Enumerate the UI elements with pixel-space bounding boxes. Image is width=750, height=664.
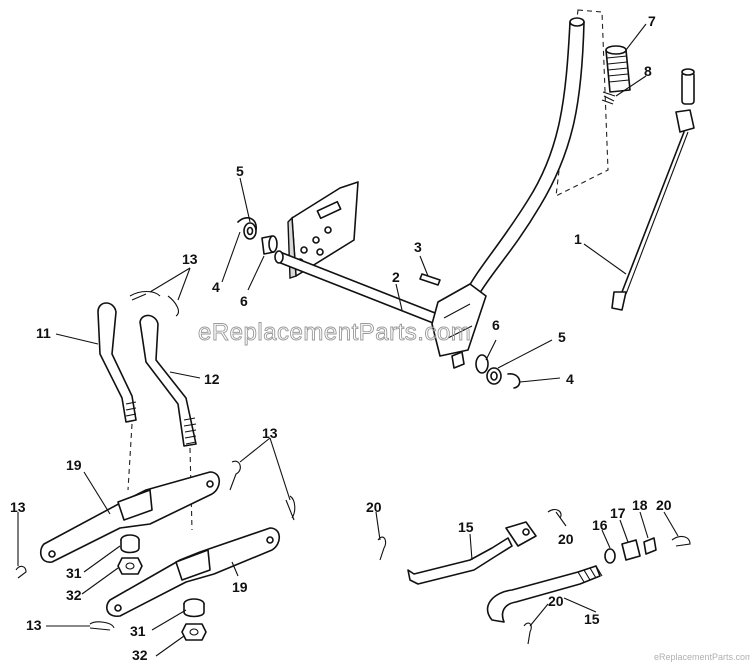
lift-arm-upper xyxy=(39,471,221,563)
hair-pin-20b xyxy=(547,509,562,519)
callout-7: 7 xyxy=(648,13,656,29)
bushing-31-upper xyxy=(120,534,140,554)
callout-19: 19 xyxy=(232,579,248,595)
callout-16: 16 xyxy=(592,517,608,533)
hair-pin-13a xyxy=(129,290,161,301)
callout-8: 8 xyxy=(644,63,652,79)
callout-13: 13 xyxy=(26,617,42,633)
callout-20: 20 xyxy=(548,593,564,609)
callout-4: 4 xyxy=(212,279,220,295)
roll-pin xyxy=(419,273,441,286)
callout-6: 6 xyxy=(240,293,248,309)
lift-handle xyxy=(465,17,585,297)
callout-3: 3 xyxy=(414,239,422,255)
callout-11: 11 xyxy=(36,325,51,341)
hair-pin-13b xyxy=(167,295,179,317)
lift-arm-lower xyxy=(106,527,281,617)
callout-13: 13 xyxy=(262,425,278,441)
washer-16 xyxy=(604,548,616,564)
callout-20: 20 xyxy=(558,531,574,547)
callout-12: 12 xyxy=(204,371,220,387)
callout-1: 1 xyxy=(574,231,582,247)
hair-pin-right xyxy=(507,373,521,389)
nut-32-upper xyxy=(117,557,143,575)
callout-15: 15 xyxy=(458,519,474,535)
callout-13: 13 xyxy=(182,251,198,267)
hair-pin-20d xyxy=(523,622,532,645)
bushing-right xyxy=(451,351,465,369)
callout-31: 31 xyxy=(66,565,82,581)
watermark-corner: eReplacementParts.com xyxy=(654,652,750,662)
callout-4: 4 xyxy=(566,371,574,387)
hair-pin-13f xyxy=(89,621,115,631)
left-shaft-hardware xyxy=(237,217,278,255)
callout-2: 2 xyxy=(392,269,400,285)
callout-5: 5 xyxy=(558,329,566,345)
callout-32: 32 xyxy=(132,647,148,663)
lever-bracket xyxy=(431,283,487,357)
handle-spring xyxy=(601,91,616,105)
hair-pin-13e xyxy=(15,565,27,579)
leader-lines xyxy=(17,23,679,657)
bushing-31-lower xyxy=(183,598,205,618)
callout-32: 32 xyxy=(66,587,82,603)
watermark: eReplacementParts.com xyxy=(198,319,471,346)
callout-17: 17 xyxy=(610,505,626,521)
callout-31: 31 xyxy=(130,623,146,639)
lift-link-12 xyxy=(139,314,197,531)
callout-19: 19 xyxy=(66,457,82,473)
nut-32-lower xyxy=(181,623,207,641)
bushing-flange xyxy=(475,354,489,374)
adjust-rod-lower xyxy=(486,565,603,623)
right-shaft-hardware xyxy=(451,351,521,389)
handle-grip xyxy=(605,45,631,93)
hair-pin-13c xyxy=(229,460,241,491)
grip-area-outline xyxy=(555,9,609,197)
hair-pin-13d xyxy=(285,495,296,521)
callout-5: 5 xyxy=(236,163,244,179)
adjust-rod-upper xyxy=(407,521,537,585)
callout-18: 18 xyxy=(632,497,648,513)
callout-20: 20 xyxy=(366,499,382,515)
block-17 xyxy=(621,539,641,561)
lift-rod xyxy=(611,68,695,311)
callout-20: 20 xyxy=(656,497,672,513)
hair-pin-20a xyxy=(377,536,387,561)
lift-link-11 xyxy=(97,302,137,491)
hair-pin-20c xyxy=(671,535,691,547)
callout-13: 13 xyxy=(10,499,26,515)
callout-6: 6 xyxy=(492,317,500,333)
nut-18 xyxy=(643,537,657,555)
callout-15: 15 xyxy=(584,611,600,627)
